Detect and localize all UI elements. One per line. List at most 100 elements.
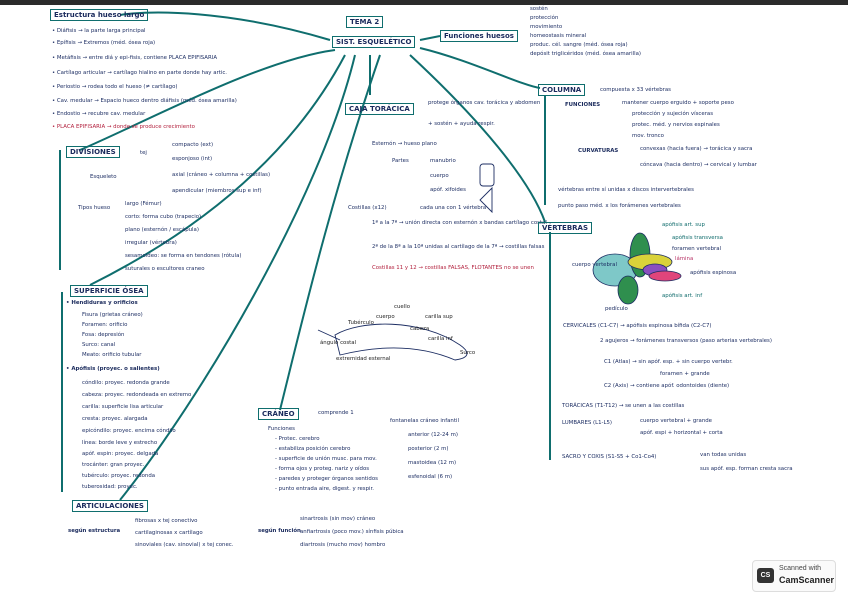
divisiones-esq-item: axial (cráneo + columna + costillas) [172,172,271,178]
estructura-line: • Cartílago articular → cartílago hialin… [52,70,228,76]
vertebra-label: apófisis espinosa [690,270,737,276]
fontanela-item: anterior (12-24 m) [408,432,458,438]
funcion-tipo: diartrosis (mucho mov) hombro [300,542,386,548]
line-to-funciones [419,35,441,41]
estructura-line: • Epífisis → Extremos (méd. ósea roja) [52,40,156,46]
tipos-item: plano (esternón / escápula) [125,227,199,233]
vertebra-label: pedículo [605,306,628,312]
line-to-estructura [119,11,331,41]
line-to-columna [419,47,541,89]
watermark-line2: CamScanner [779,575,835,585]
vertebra-process-inf [617,275,639,305]
top-edge-bar [0,0,848,5]
fontanelas-title: fontanelas cráneo infantil [390,418,459,424]
watermark-line1: Scanned with [779,565,822,572]
funciones-item: sostén [530,6,548,12]
craneo-fn-item: - Protec. cerebro [275,436,320,442]
divisiones-tej-item: esponjoso (int) [172,156,213,162]
divisiones-tej-item: compacto (ext) [172,142,214,148]
funcion-tipo: sinartrosis (sin mov) cráneo [300,516,376,522]
columna-curv-item: convexas (hacia fuera) → torácica y sacr… [640,146,753,152]
vertebras-sacro: SACRO Y COXIS (S1-S5 + Co1-Co4) [562,454,657,460]
orificio-item: Foramen: orificio [82,322,128,328]
tipos-label: Tipos hueso [78,205,111,211]
estructura-line: • Periostio → rodea todo el hueso (≠ car… [52,84,178,90]
tipos-item: suturales o escultores craneo [125,266,205,272]
orificio-item: Surco: canal [82,342,116,348]
caja-parte: apóf. xifoides [430,187,466,193]
camscanner-logo-icon: CS [757,568,774,583]
sist-title: SIST. ESQUELÉTICO [332,36,416,48]
estructura-tipo: fibrosas x tej conectivo [135,518,198,524]
caja-protege: protege órganos cav. torácica y abdomen [428,100,541,106]
rib-label: carilla sup [425,314,453,320]
rib-label: cuerpo [376,314,395,320]
caja-sosten: + sostén + ayuda respir. [428,121,495,127]
funciones-item: produc. cél. sangre (méd. ósea roja) [530,42,628,48]
caja-costilla-item: 2ª de la 8ª a la 10ª unidas al cartílago… [372,244,545,250]
line-to-divisiones [79,49,336,151]
caja-parte: cuerpo [430,173,449,179]
caja-costilla-item: Costillas 11 y 12 → costillas FALSAS, FL… [372,265,534,271]
columna-funciones: FUNCIONES [565,102,601,108]
orificio-item: Fisura (grietas cráneo) [82,312,143,318]
rib-label: carilla inf [428,336,453,342]
rib-label: cabeza [410,326,430,332]
apofisis-item: tubérculo: proyec. redonda [82,473,156,479]
columna-v2: punto paso méd. x los forámenes vertebra… [558,203,681,209]
orificios-title: • Hendiduras y orificios [66,300,138,306]
sternum-body-sketch [479,163,495,187]
caja-header: CAJA TORÁCICA [345,103,414,115]
line-to-articulaciones [119,54,356,501]
vertebras-sacro-item: van todas unidas [700,452,747,458]
columna-curv-item: cóncava (hacia dentro) → cervical y lumb… [640,162,757,168]
vertebra-label: foramen vertebral [672,246,722,252]
sternum-sketch [479,186,493,214]
funcion-tipo: anfiartrosis (poco mov.) sínfisis púbica [300,529,404,535]
columna-desc: compuesta x 33 vértebras [600,87,671,93]
columna-fn-item: protección y sujeción vísceras [632,111,714,117]
estructura-tipo: cartilaginosas x cartílago [135,530,203,536]
rib-label: Surco [460,350,476,356]
apofisis-item: epicóndilo: proyec. encima cóndilo [82,428,176,434]
caja-costilla-item: 1ª a la 7ª → unión directa con esternón … [372,220,547,226]
line-to-craneo [279,54,381,411]
camscanner-watermark: CS Scanned with CamScanner [752,560,836,592]
fontanela-item: esfenoidal (6 m) [408,474,453,480]
apofisis-item: cóndilo: proyec. redonda grande [82,380,170,386]
fontanela-item: mastoidea (12 m) [408,460,457,466]
craneo-fn-item: - superficie de unión musc. para mov. [275,456,377,462]
tipos-item: irregular (vértebra) [125,240,177,246]
columna-fn-item: mov. tronco [632,133,664,139]
estructura-line: • Diáfisis → la parte larga principal [52,28,146,34]
craneo-fn-item: - estabiliza posición cerebro [275,446,351,452]
tipos-item: corto: forma cubo (trapecio) [125,214,202,220]
apofisis-item: cresta: proyec. alargada [82,416,148,422]
funciones-item: depósit triglicéridos (méd. ósea amarill… [530,51,642,57]
vertebras-lumb-item: cuerpo vertebral + grande [640,418,712,424]
tipos-item: sesamoideo: se forma en tendones (rótula… [125,253,242,259]
vertebra-drawing [592,232,682,305]
rib-label: Tubérculo [348,320,374,326]
funciones-item: protección [530,15,559,21]
articulaciones-header: ARTICULACIONES [72,500,148,512]
divisiones-esq-item: apendicular (miembros sup e inf) [172,188,262,194]
estructura-tipo: sinoviales (cav. sinovial) x tej conec. [135,542,234,548]
rib-sketch-shape [334,323,468,361]
orificio-item: Fosa: depresión [82,332,125,338]
columna-curvaturas: CURVATURAS [578,148,619,154]
craneo-funciones: Funciones [268,426,295,432]
vertebras-cervicales: CERVICALES (C1-C7) → apófisis espinosa b… [563,323,712,329]
tipos-item: largo (Fémur) [125,201,162,207]
caja-parte: manubrio [430,158,456,164]
estructura-line: • Cav. medular → Espacio hueco dentro di… [52,98,237,104]
funciones-item: homeostasis mineral [530,33,587,39]
apofisis-item: línea: borde leve y estrecho [82,440,158,446]
orificio-item: Meato: orificio tubular [82,352,142,358]
estructura-line: • PLACA EPIFISARIA → donde se produce cr… [52,124,195,130]
vertebras-c1b: foramen + grande [660,371,710,377]
apofisis-item: trocánter: gran proyec. [82,462,145,468]
columna-fn-item: protec. méd. y nervios espinales [632,122,720,128]
